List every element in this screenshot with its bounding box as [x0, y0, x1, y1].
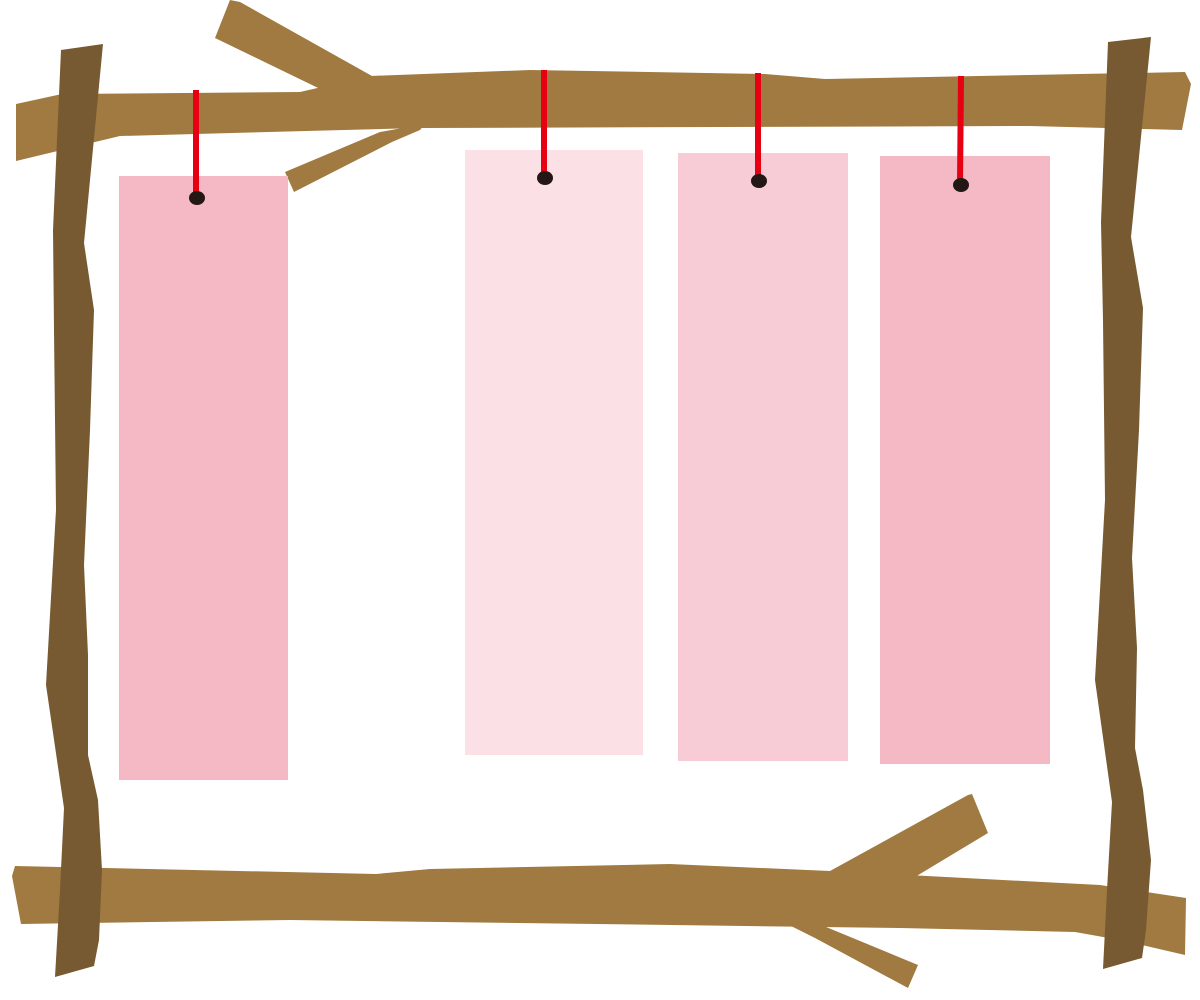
tag-knot	[537, 171, 553, 185]
top-branch-beam	[16, 70, 1191, 161]
tag-string	[957, 75, 964, 184]
tag-paper	[678, 153, 848, 761]
tag-paper	[119, 176, 288, 780]
tag-knot	[751, 174, 767, 188]
right-branch	[1095, 37, 1151, 969]
tag-paper	[880, 156, 1050, 764]
top-branch-upper-twig	[215, 0, 430, 128]
tag-item	[678, 73, 848, 761]
bottom-branch-lower-twig	[775, 908, 918, 988]
tag-item	[465, 70, 643, 755]
tag-paper	[465, 150, 643, 755]
tag-knot	[189, 191, 205, 205]
tag-item	[119, 90, 288, 780]
bottom-branch	[12, 794, 1186, 988]
tag-list	[119, 70, 1050, 780]
top-branch	[16, 0, 1191, 192]
bottom-branch-upper-twig	[830, 794, 988, 902]
top-branch-lower-twig	[285, 124, 425, 192]
tag-item	[880, 75, 1050, 764]
tag-knot	[953, 178, 969, 192]
left-branch	[46, 44, 103, 977]
